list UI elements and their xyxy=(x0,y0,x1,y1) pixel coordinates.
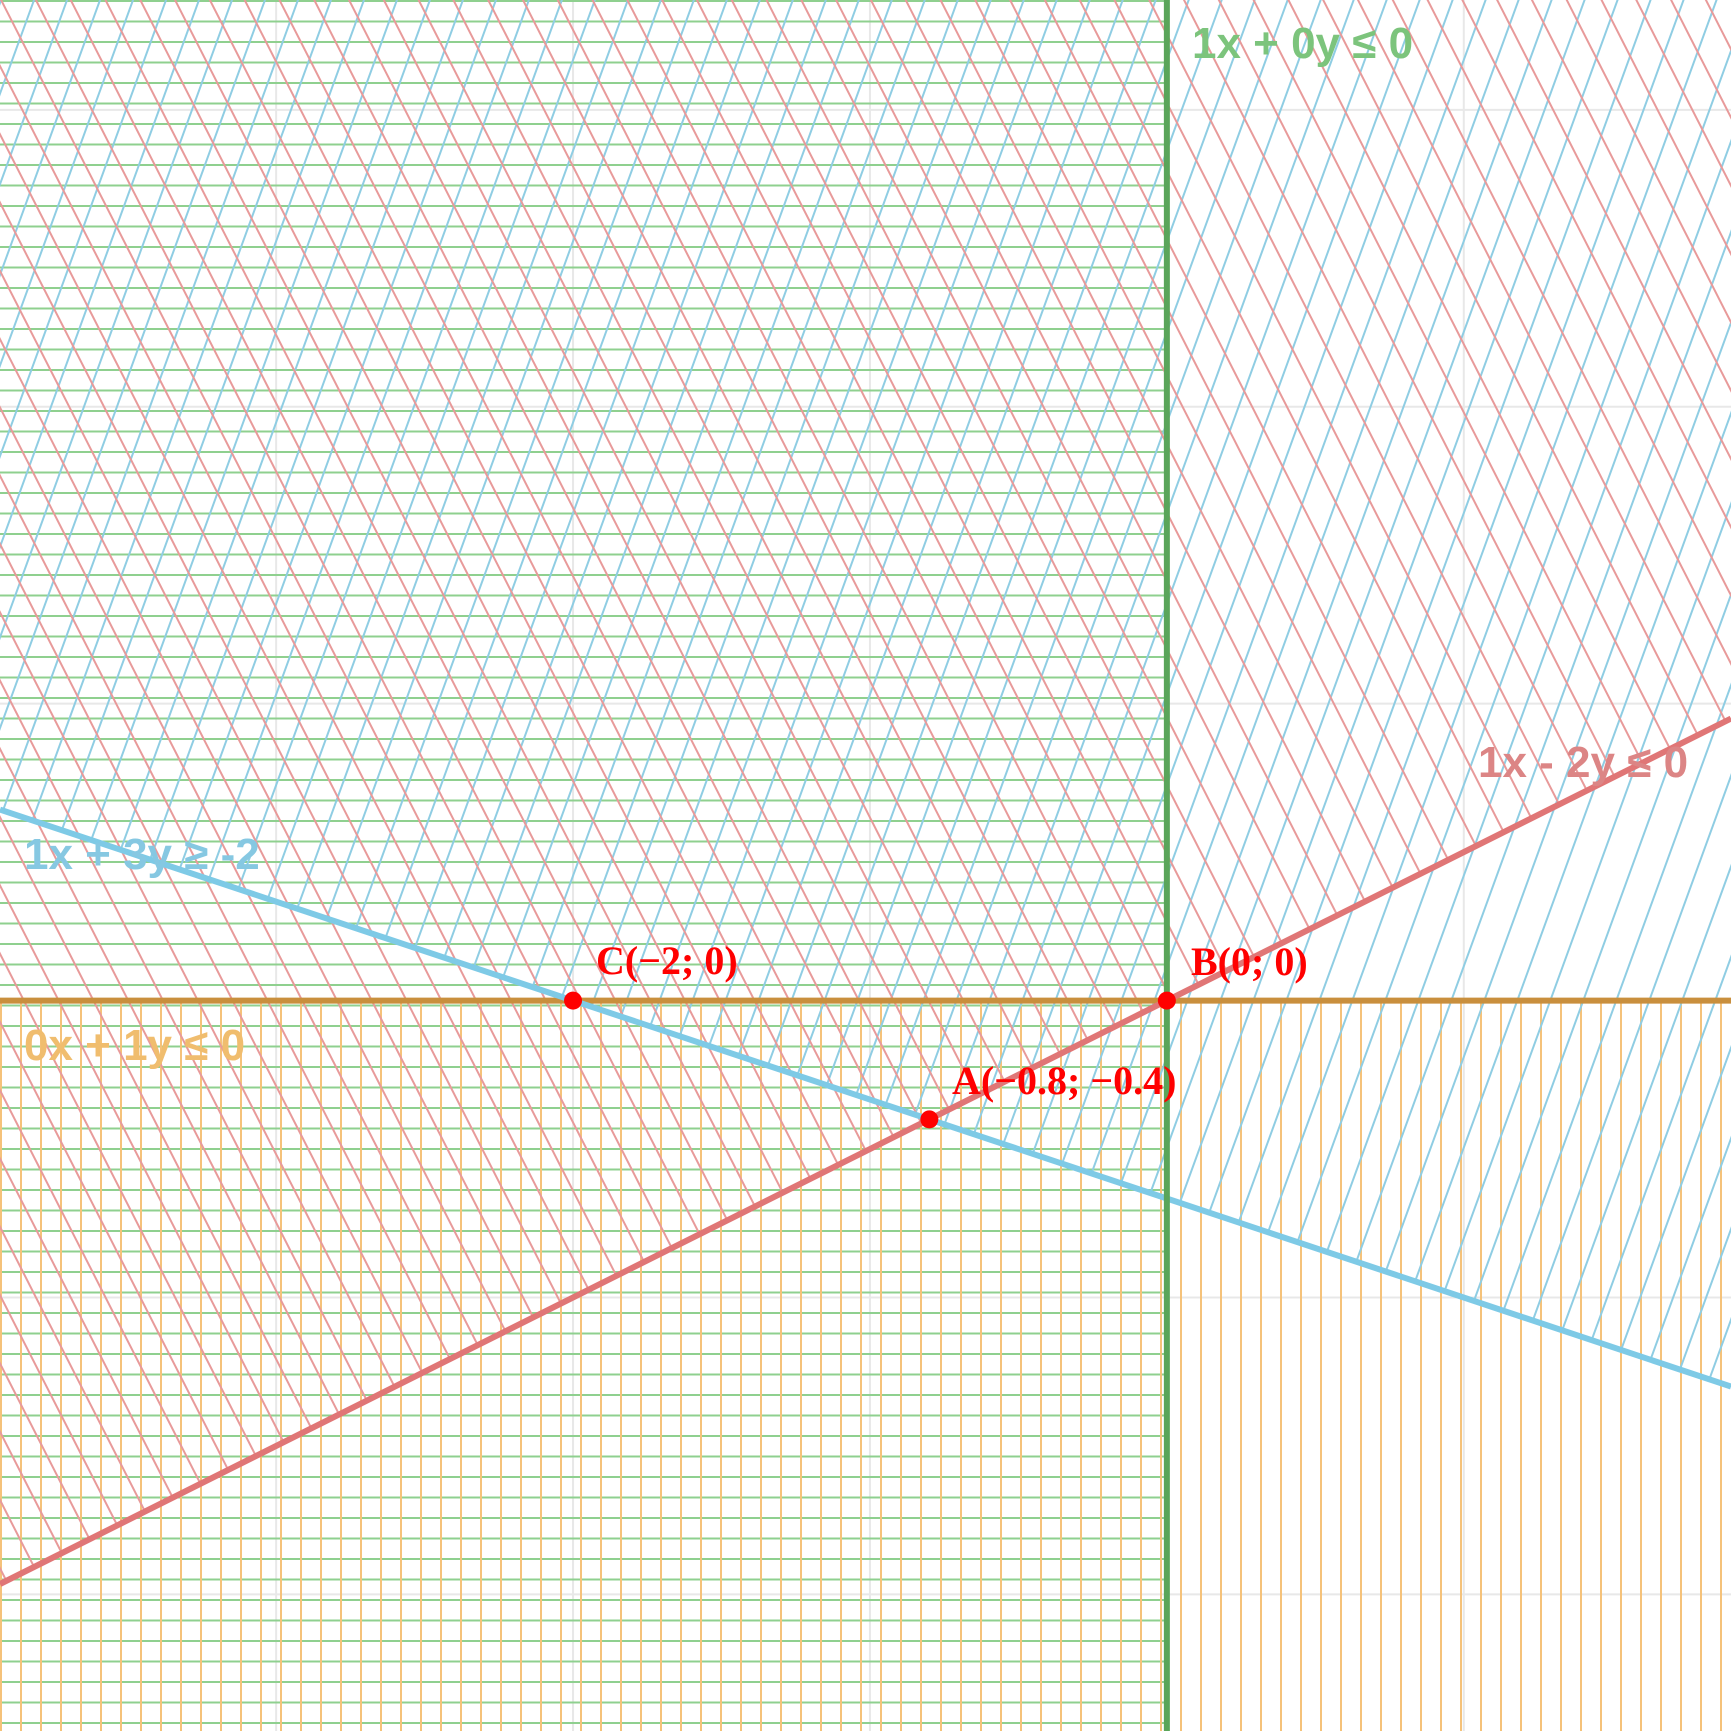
point-labels: A(−0.8; −0.4) B(0; 0) C(−2; 0) xyxy=(596,938,1308,1103)
point-label-a: A(−0.8; −0.4) xyxy=(952,1058,1176,1103)
point-marker-2 xyxy=(564,991,583,1010)
boundary-line-2 xyxy=(0,806,1731,1390)
point-label-c: C(−2; 0) xyxy=(596,938,738,983)
point-label-b: B(0; 0) xyxy=(1191,939,1308,984)
series-label-blue: 1x + 3y ≥ -2 xyxy=(24,830,260,879)
series-label-vertical: 1x + 0y ≤ 0 xyxy=(1192,19,1413,68)
series-label-red: 1x - 2y ≤ 0 xyxy=(1478,738,1688,787)
series-label-horizontal: 0x + 1y ≤ 0 xyxy=(24,1021,245,1070)
intersection-points xyxy=(564,991,1176,1129)
point-marker-0 xyxy=(920,1110,939,1129)
inequality-labels: 1x + 0y ≤ 0 0x + 1y ≤ 0 1x + 3y ≥ -2 1x … xyxy=(24,19,1688,1070)
region-3 xyxy=(0,0,1731,1584)
boundary-line-3 xyxy=(0,715,1731,1587)
point-marker-1 xyxy=(1157,991,1176,1010)
